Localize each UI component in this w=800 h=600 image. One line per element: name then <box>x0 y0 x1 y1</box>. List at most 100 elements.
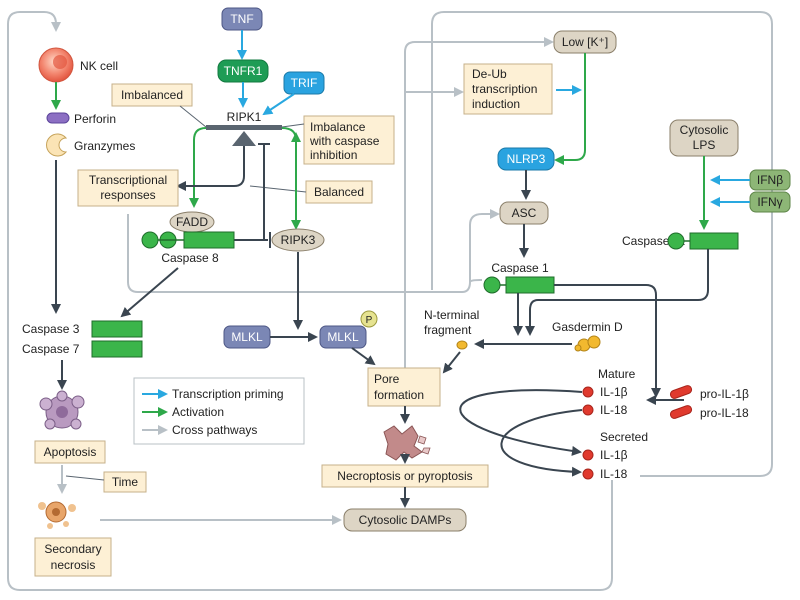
caspase-3-label: Caspase 3 <box>22 322 80 336</box>
svg-text:Apoptosis: Apoptosis <box>44 445 97 459</box>
svg-text:N-terminal: N-terminal <box>424 308 479 322</box>
caspase-7-bar <box>91 340 143 358</box>
trif-node: TRIF <box>283 71 325 95</box>
svg-text:Cytosolic: Cytosolic <box>680 123 729 137</box>
svg-text:ASC: ASC <box>512 206 537 220</box>
svg-text:formation: formation <box>374 388 424 402</box>
cytosolic-damps-box: Cytosolic DAMPs <box>343 508 467 532</box>
caspase-7-label: Caspase 7 <box>22 342 80 356</box>
caspase-8-node: Caspase 8 <box>141 231 235 265</box>
svg-text:transcription: transcription <box>472 82 537 96</box>
nk-cell-icon <box>38 47 74 83</box>
ripk1-fulcrum <box>232 131 256 146</box>
lysed-cell-icon <box>383 425 431 461</box>
svg-text:induction: induction <box>472 97 520 111</box>
svg-text:fragment: fragment <box>424 323 472 337</box>
secondary-necrosis-icon <box>38 501 76 529</box>
svg-text:TNF: TNF <box>230 12 253 26</box>
mature-il18-icon <box>582 404 594 416</box>
pro-il1b-label: pro-IL-1β <box>700 387 749 401</box>
svg-text:NLRP3: NLRP3 <box>507 152 546 166</box>
nlrp3-node: NLRP3 <box>497 147 555 171</box>
svg-text:MLKL: MLKL <box>327 330 359 344</box>
deub-box: De-Ub transcription induction <box>463 63 553 115</box>
mlkl-node: MLKL <box>223 325 271 349</box>
imbalanced-note: Imbalanced <box>111 83 193 107</box>
ifng-node: IFNγ <box>749 191 791 213</box>
svg-text:Pore: Pore <box>374 372 400 386</box>
svg-text:Transcriptional: Transcriptional <box>89 173 167 187</box>
phospho-badge: P <box>360 310 378 328</box>
ripk3-node: RIPK3 <box>271 228 325 252</box>
low-k-box: Low [K⁺] <box>553 30 617 54</box>
pro-il1b-icon <box>669 385 693 399</box>
svg-text:with caspase: with caspase <box>309 134 380 148</box>
svg-text:IFNβ: IFNβ <box>757 173 783 187</box>
apoptosis-box: Apoptosis <box>34 440 106 464</box>
gasdermin-d-label: Gasdermin D <box>552 320 623 334</box>
svg-text:IFNγ: IFNγ <box>757 195 782 209</box>
ifnb-node: IFNβ <box>749 169 791 191</box>
balanced-note: Balanced <box>305 180 373 204</box>
transcriptional-responses-note: Transcriptional responses <box>77 169 179 207</box>
svg-text:Time: Time <box>112 475 139 489</box>
caspase-11-node <box>667 232 739 250</box>
svg-text:Imbalance: Imbalance <box>310 120 366 134</box>
phospho-mlkl-node: MLKL <box>319 325 367 349</box>
svg-text:RIPK3: RIPK3 <box>281 233 316 247</box>
svg-text:MLKL: MLKL <box>231 330 263 344</box>
pro-il18-icon <box>669 405 693 419</box>
svg-text:Necroptosis or pyroptosis: Necroptosis or pyroptosis <box>337 469 472 483</box>
necroptosis-pyroptosis-box: Necroptosis or pyroptosis <box>321 464 489 488</box>
fadd-node: FADD <box>169 211 215 233</box>
n-terminal-fragment-icon <box>456 340 468 350</box>
tnfr1-node: TNFR1 <box>217 59 269 83</box>
secreted-il18-icon <box>582 468 594 480</box>
svg-text:TNFR1: TNFR1 <box>224 64 263 78</box>
svg-text:P: P <box>366 315 373 326</box>
svg-text:Caspase 8: Caspase 8 <box>161 251 219 265</box>
caspase-3-bar <box>91 320 143 338</box>
ripk1-label: RIPK1 <box>227 110 262 124</box>
caspase-1-node <box>483 276 555 294</box>
svg-text:TRIF: TRIF <box>291 76 318 90</box>
pore-formation-box: Pore formation <box>367 367 441 407</box>
mature-label: Mature <box>598 367 636 381</box>
legend-transcription-label: Transcription priming <box>172 387 284 401</box>
cytosolic-lps-box: Cytosolic LPS <box>669 119 739 157</box>
tnf-node: TNF <box>221 7 263 31</box>
n-terminal-fragment-label: N-terminal fragment <box>424 308 479 337</box>
gasdermin-d-icon <box>574 335 601 352</box>
svg-text:responses: responses <box>100 188 155 202</box>
svg-text:inhibition: inhibition <box>310 148 357 162</box>
caspase-1-label: Caspase 1 <box>491 261 549 275</box>
svg-text:Cytosolic DAMPs: Cytosolic DAMPs <box>359 513 452 527</box>
time-note: Time <box>103 471 147 493</box>
ripk1-balance-beam <box>206 125 282 130</box>
imbalance-caspase-note: Imbalance with caspase inhibition <box>303 115 395 165</box>
granzymes-label: Granzymes <box>74 139 135 153</box>
nk-cell-label: NK cell <box>80 59 118 73</box>
mature-il1b-label: IL-1β <box>600 385 628 399</box>
apoptotic-cell-icon <box>39 390 85 430</box>
svg-text:LPS: LPS <box>693 138 716 152</box>
svg-text:Balanced: Balanced <box>314 185 364 199</box>
svg-text:Imbalanced: Imbalanced <box>121 88 183 102</box>
mature-il18-label: IL-18 <box>600 403 628 417</box>
perforin-label: Perforin <box>74 112 116 126</box>
secreted-il1b-label: IL-1β <box>600 448 628 462</box>
asc-box: ASC <box>499 201 549 225</box>
svg-text:Secondary: Secondary <box>44 542 101 556</box>
legend-cross-label: Cross pathways <box>172 423 257 437</box>
secreted-il18-label: IL-18 <box>600 467 628 481</box>
svg-text:FADD: FADD <box>176 215 208 229</box>
svg-text:necrosis: necrosis <box>51 558 96 572</box>
secreted-il1b-icon <box>582 449 594 461</box>
pro-il18-label: pro-IL-18 <box>700 406 749 420</box>
svg-text:Low [K⁺]: Low [K⁺] <box>562 35 608 49</box>
legend: Transcription priming Activation Cross p… <box>133 377 305 445</box>
granzymes-icon <box>46 133 68 157</box>
legend-activation-label: Activation <box>172 405 224 419</box>
secreted-label: Secreted <box>600 430 648 444</box>
